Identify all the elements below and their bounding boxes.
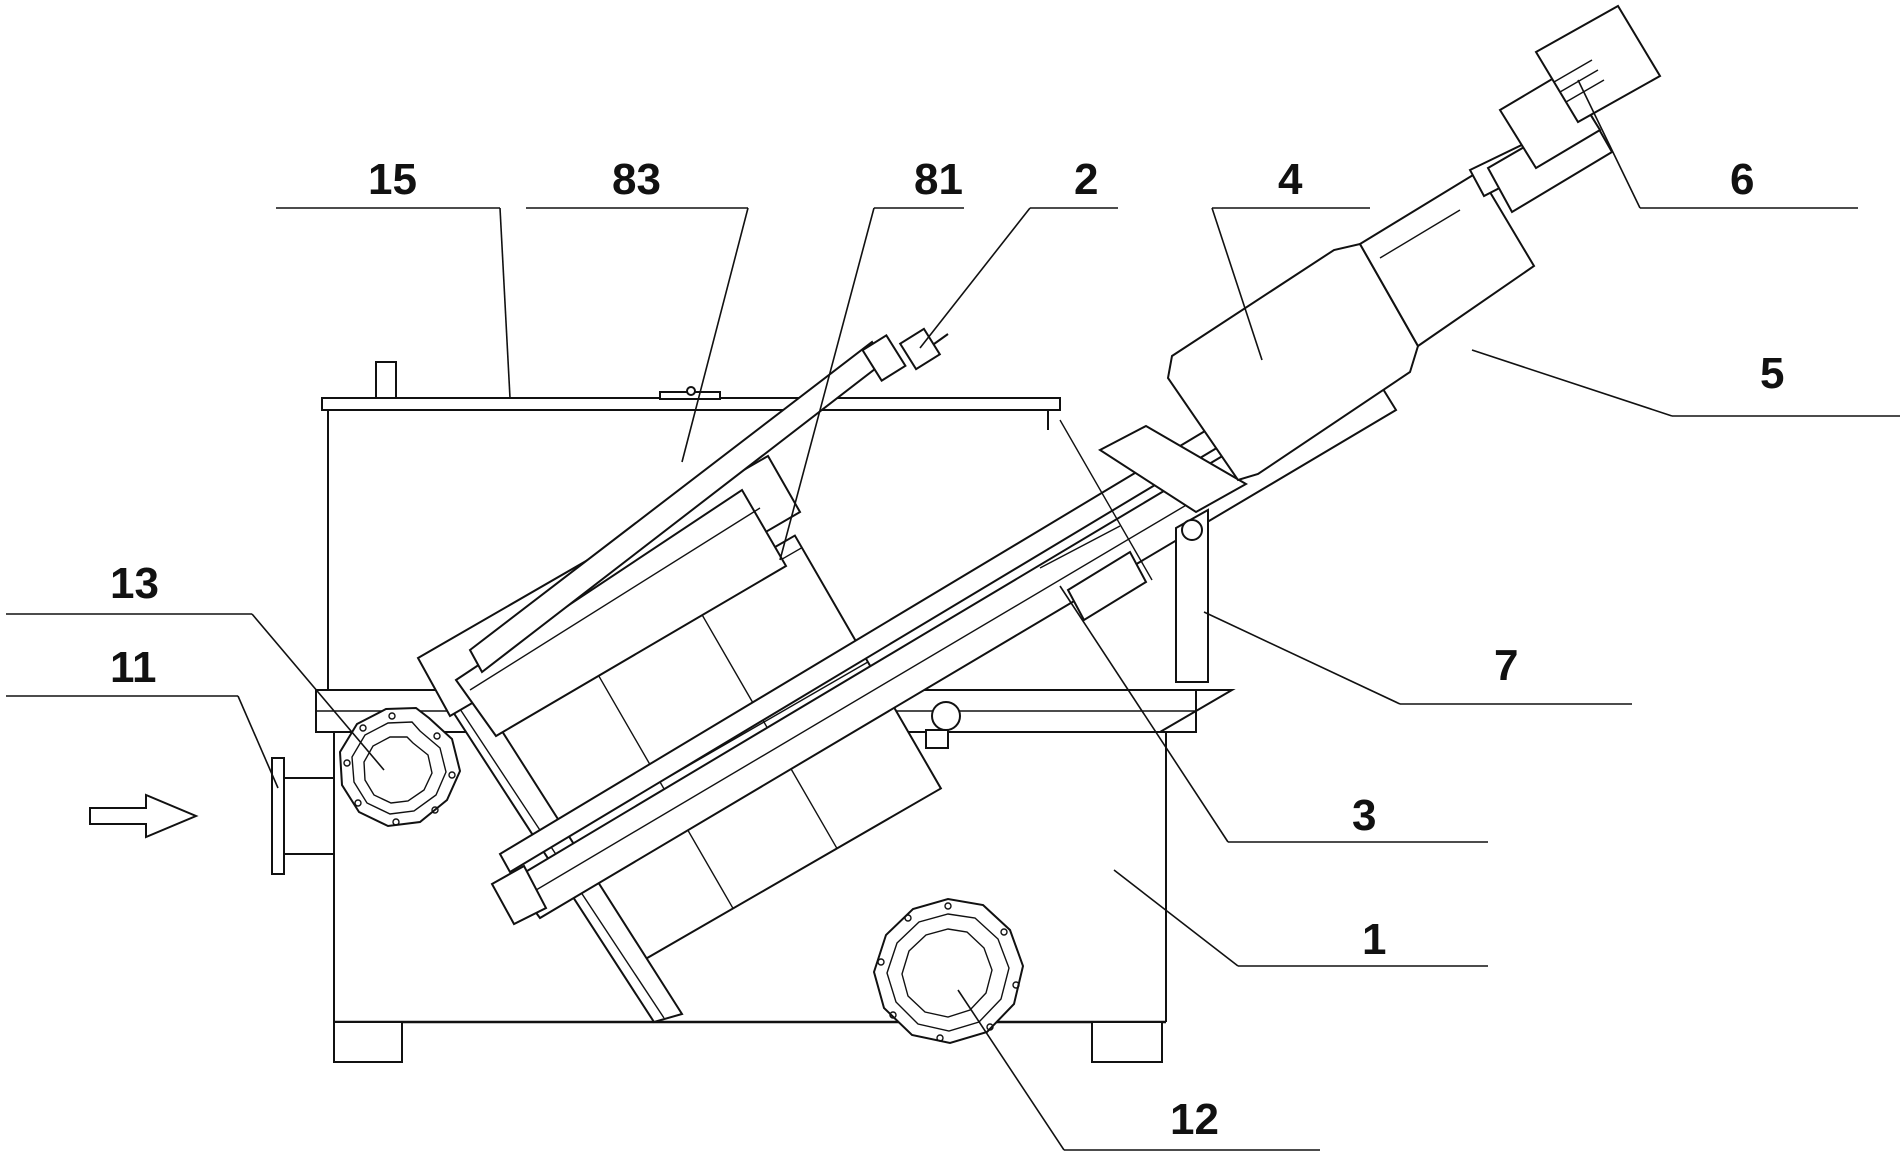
screw-press-assembly xyxy=(416,4,1662,1024)
manhole-lower xyxy=(872,897,1025,1045)
flow-direction-arrow-icon xyxy=(89,793,199,839)
label-7: 7 xyxy=(1494,641,1518,690)
side-lug xyxy=(931,701,961,731)
inlet-pipe-body xyxy=(283,777,335,855)
frame-bracket xyxy=(1098,424,1249,514)
vent-pipe xyxy=(375,361,397,399)
tank-foot-left xyxy=(333,1021,403,1063)
label-11: 11 xyxy=(110,643,157,692)
inlet-pipe xyxy=(89,757,335,875)
label-4: 4 xyxy=(1278,155,1303,204)
tank-foot-right xyxy=(1091,1021,1163,1063)
bottom-bearing xyxy=(490,864,548,926)
label-2: 2 xyxy=(1074,155,1098,204)
label-83: 83 xyxy=(612,155,661,204)
leader-lines xyxy=(6,79,1900,1151)
manhole-upper xyxy=(338,706,462,828)
spray-cover xyxy=(454,488,788,738)
label-81: 81 xyxy=(914,155,963,204)
support-leg xyxy=(1175,508,1209,683)
valve-body xyxy=(861,333,907,383)
label-12: 12 xyxy=(1170,1095,1219,1144)
label-6: 6 xyxy=(1730,155,1754,204)
label-5: 5 xyxy=(1760,349,1784,398)
valve-actuator xyxy=(898,327,942,371)
inlet-flange xyxy=(271,757,285,875)
label-1: 1 xyxy=(1362,915,1386,964)
scraper-plate xyxy=(1066,550,1148,622)
press-housing xyxy=(1166,242,1420,482)
label-15: 15 xyxy=(368,155,417,204)
part-labels: 15 83 81 2 4 6 5 7 13 11 3 1 12 xyxy=(110,155,1784,1144)
side-lug-base xyxy=(925,729,949,749)
drive-motor xyxy=(1534,4,1662,124)
outlet-chute xyxy=(1358,170,1536,348)
cover-bolt xyxy=(686,386,696,396)
label-3: 3 xyxy=(1352,791,1376,840)
leg-pivot xyxy=(1181,519,1203,541)
label-13: 13 xyxy=(110,559,159,608)
